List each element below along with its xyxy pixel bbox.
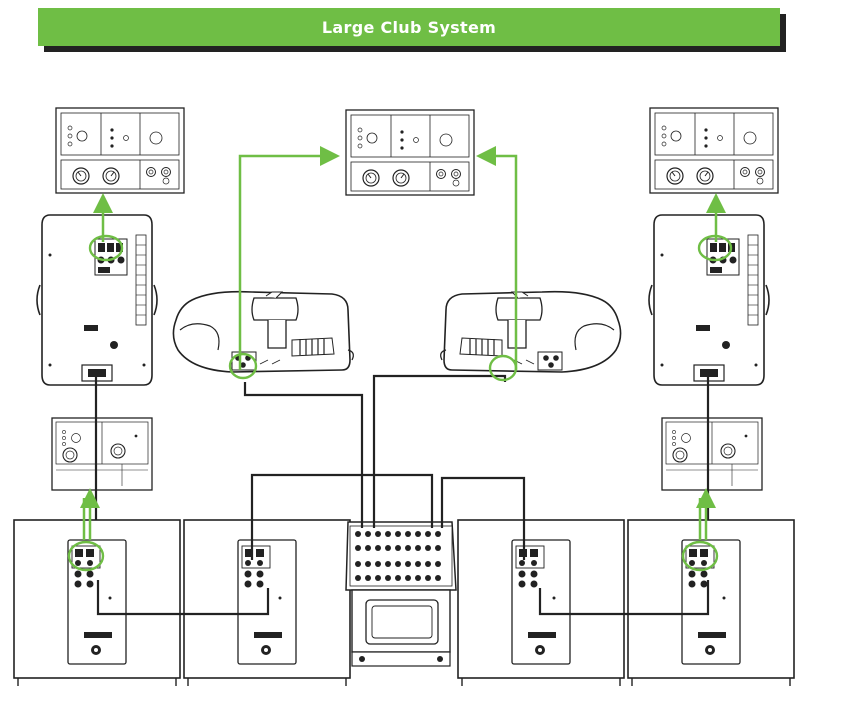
right-wedge-monitor	[439, 290, 622, 373]
signal-flow-arrows	[80, 146, 726, 540]
page-title: Large Club System	[321, 17, 497, 37]
left-wedge-monitor	[172, 290, 355, 373]
top-right-speaker-control-panel	[649, 107, 779, 194]
right-sub-control-panel	[661, 417, 763, 491]
top-right-speaker	[648, 214, 770, 386]
highlight-circles	[67, 234, 733, 572]
top-left-speaker	[36, 214, 158, 386]
wedge-control-panel	[345, 109, 475, 196]
top-left-speaker-control-panel	[55, 107, 185, 194]
left-sub-control-panel	[51, 417, 153, 491]
title-banner: Large Club System	[38, 8, 780, 46]
digital-mixer	[345, 521, 457, 667]
